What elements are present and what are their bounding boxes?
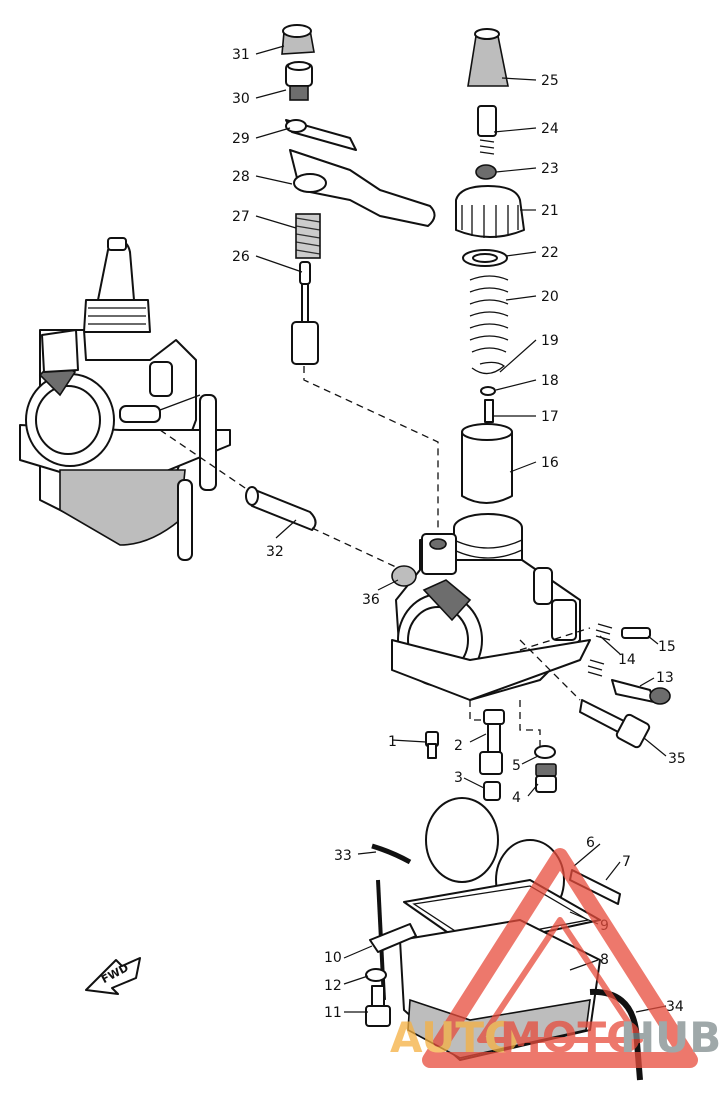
watermark-auto: AUTO bbox=[390, 1013, 520, 1062]
callout-22: 22 bbox=[541, 245, 559, 261]
callout-29: 29 bbox=[232, 131, 250, 147]
callout-10: 10 bbox=[324, 950, 342, 966]
callout-24: 24 bbox=[541, 121, 559, 137]
callout-8: 8 bbox=[600, 952, 609, 968]
callout-33: 33 bbox=[334, 848, 352, 864]
callout-21: 21 bbox=[541, 203, 559, 219]
callout-36: 36 bbox=[362, 592, 380, 608]
callout-30: 30 bbox=[232, 91, 250, 107]
callout-25: 25 bbox=[541, 73, 559, 89]
callout-32: 32 bbox=[266, 544, 284, 560]
callout-6: 6 bbox=[586, 835, 595, 851]
callout-1: 1 bbox=[388, 734, 397, 750]
assembled-carburetor bbox=[19, 237, 231, 561]
callout-35: 35 bbox=[668, 751, 686, 767]
callout-15: 15 bbox=[658, 639, 676, 655]
callout-18: 18 bbox=[541, 373, 559, 389]
callout-3: 3 bbox=[454, 770, 463, 786]
callout-16: 16 bbox=[541, 455, 559, 471]
slide-assembly-parts bbox=[455, 28, 525, 504]
callout-17: 17 bbox=[541, 409, 559, 425]
callout-7: 7 bbox=[622, 854, 631, 870]
callout-23: 23 bbox=[541, 161, 559, 177]
automotohub-watermark: AUTO MOTO HUB bbox=[390, 848, 719, 1068]
screw-parts bbox=[425, 623, 671, 801]
callout-2: 2 bbox=[454, 738, 463, 754]
callout-5: 5 bbox=[512, 758, 521, 774]
assembly-guide-lines bbox=[159, 366, 591, 748]
callout-31: 31 bbox=[232, 47, 250, 63]
callout-13: 13 bbox=[656, 670, 674, 686]
callout-20: 20 bbox=[541, 289, 559, 305]
callout-14: 14 bbox=[618, 652, 636, 668]
throttle-stop-parts bbox=[281, 24, 436, 365]
callout-leaders bbox=[255, 45, 667, 1013]
callout-19: 19 bbox=[541, 333, 559, 349]
fwd-arrow-icon: FWD bbox=[85, 957, 141, 995]
callout-4: 4 bbox=[512, 790, 521, 806]
callout-labels: 31 30 29 28 27 26 25 24 23 21 22 20 19 1… bbox=[232, 47, 686, 1021]
callout-34: 34 bbox=[666, 999, 684, 1015]
callout-27: 27 bbox=[232, 209, 250, 225]
callout-12: 12 bbox=[324, 978, 342, 994]
carburetor-main-body bbox=[245, 486, 591, 701]
callout-26: 26 bbox=[232, 249, 250, 265]
callout-28: 28 bbox=[232, 169, 250, 185]
callout-11: 11 bbox=[324, 1005, 342, 1021]
watermark-moto: MOTO bbox=[500, 1013, 642, 1062]
watermark-hub: HUB bbox=[620, 1013, 719, 1062]
